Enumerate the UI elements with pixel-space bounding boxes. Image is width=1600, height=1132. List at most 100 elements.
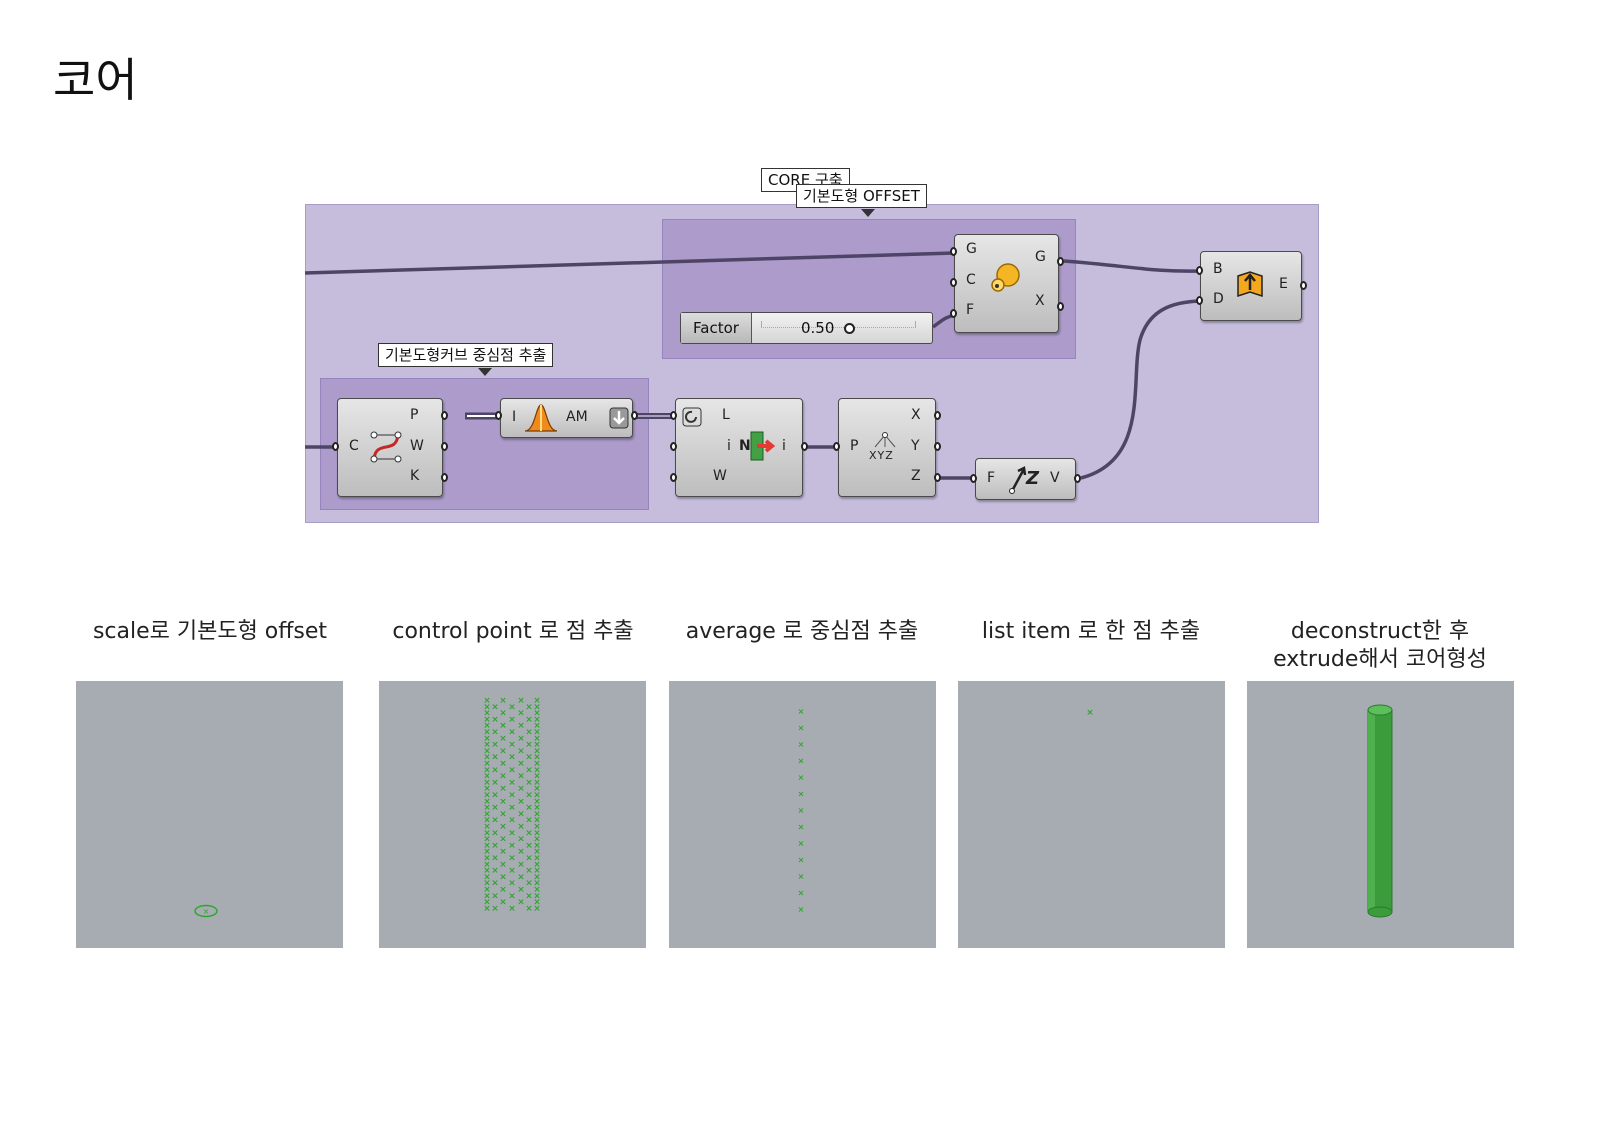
- scale-input-g: G: [966, 241, 977, 257]
- scale-grip-out-x[interactable]: [1057, 302, 1064, 311]
- point-marker: ×: [533, 891, 541, 901]
- deconstruct-component[interactable]: P X Y Z XYZ: [838, 398, 936, 497]
- svg-text:×: ×: [203, 907, 210, 916]
- decon-grip-p[interactable]: [833, 442, 840, 451]
- caption-line: scale로 기본도형 offset: [92, 619, 328, 644]
- point-marker: ×: [491, 866, 499, 876]
- extrude-grip-out-e[interactable]: [1300, 281, 1307, 290]
- cp-grip-p[interactable]: [441, 411, 448, 420]
- slider-knob[interactable]: [844, 323, 855, 334]
- point-marker: ×: [533, 860, 541, 870]
- point-marker: ×: [491, 904, 499, 914]
- point-marker: ×: [533, 885, 541, 895]
- point-marker: ×: [525, 828, 533, 838]
- point-marker: ×: [533, 740, 541, 750]
- graft-icon[interactable]: [682, 407, 702, 427]
- scale-grip-g[interactable]: [950, 247, 957, 256]
- decon-grip-z[interactable]: [934, 473, 941, 482]
- cp-grip-w[interactable]: [441, 442, 448, 451]
- list-grip-w[interactable]: [670, 473, 677, 482]
- point-marker: ×: [499, 746, 507, 756]
- caption-line: average 로 중심점 추출: [685, 619, 919, 644]
- cp-grip-c[interactable]: [332, 442, 339, 451]
- point-marker: ×: [499, 721, 507, 731]
- page-title: 코어: [53, 53, 138, 107]
- point-marker: ×: [491, 753, 499, 763]
- point-marker: ×: [525, 891, 533, 901]
- point-marker: ×: [798, 806, 805, 815]
- scale-grip-out-g[interactable]: [1057, 257, 1064, 266]
- scale-component[interactable]: G C F G X: [954, 234, 1059, 333]
- point-marker: ×: [533, 791, 541, 801]
- factor-slider[interactable]: Factor 0.50: [680, 312, 933, 344]
- control-points-icon: [370, 431, 402, 463]
- point-marker: ×: [533, 709, 541, 719]
- point-marker: ×: [525, 715, 533, 725]
- extrude-input-d: D: [1213, 291, 1224, 307]
- list-grip-l[interactable]: [670, 411, 677, 420]
- list-grip-out[interactable]: [801, 442, 808, 451]
- point-marker: ×: [508, 879, 516, 889]
- scale-output-g: G: [1035, 249, 1046, 265]
- point-marker: ×: [533, 734, 541, 744]
- control-points-preview: ××××××××××××××××××××××××××××××××××××××××…: [483, 696, 541, 914]
- decon-grip-x[interactable]: [934, 411, 941, 420]
- point-marker: ×: [483, 746, 491, 756]
- tag-center-pointer: [478, 368, 492, 376]
- point-marker: ×: [517, 822, 525, 832]
- extrude-component[interactable]: B D E: [1200, 251, 1302, 321]
- flatten-icon[interactable]: [609, 407, 629, 429]
- point-marker: ×: [517, 809, 525, 819]
- step-1-caption: scale로 기본도형 offset: [45, 618, 375, 646]
- unitz-grip-f[interactable]: [970, 474, 977, 483]
- extrude-grip-b[interactable]: [1196, 266, 1203, 275]
- point-marker: ×: [798, 889, 805, 898]
- cp-output-w: W: [410, 438, 424, 454]
- scale-grip-c[interactable]: [950, 278, 957, 287]
- point-marker: ×: [508, 904, 516, 914]
- cp-grip-k[interactable]: [441, 473, 448, 482]
- scale-output-x: X: [1035, 293, 1045, 309]
- point-marker: ×: [533, 879, 541, 889]
- point-marker: ×: [483, 828, 491, 838]
- point-marker: ×: [533, 809, 541, 819]
- point-marker: ×: [525, 765, 533, 775]
- point-marker: ×: [508, 841, 516, 851]
- point-marker: ×: [517, 860, 525, 870]
- cp-input-c: C: [349, 438, 359, 454]
- scale-grip-f[interactable]: [950, 309, 957, 318]
- average-component[interactable]: I AM: [500, 398, 633, 438]
- point-marker: ×: [525, 904, 533, 914]
- unit-z-component[interactable]: F V Z: [975, 458, 1076, 500]
- point-marker: ×: [499, 784, 507, 794]
- point-marker: ×: [525, 816, 533, 826]
- point-marker: ×: [483, 822, 491, 832]
- point-marker: ×: [483, 702, 491, 712]
- list-item-component[interactable]: L i W i N: [675, 398, 803, 497]
- viewport-average: ×××××××××××××: [669, 681, 936, 948]
- point-marker: ×: [525, 791, 533, 801]
- point-marker: ×: [499, 809, 507, 819]
- point-marker: ×: [533, 803, 541, 813]
- average-grip-out[interactable]: [631, 411, 638, 420]
- point-marker: ×: [499, 847, 507, 857]
- point-marker: ×: [533, 828, 541, 838]
- control-points-component[interactable]: C P W K: [337, 398, 443, 497]
- point-marker: ×: [499, 696, 507, 706]
- caption-line: list item 로 한 점 추출: [981, 619, 1201, 644]
- unitz-grip-v[interactable]: [1074, 474, 1081, 483]
- list-grip-i[interactable]: [670, 442, 677, 451]
- point-marker: ×: [525, 753, 533, 763]
- point-marker: ×: [499, 835, 507, 845]
- point-marker: ×: [525, 841, 533, 851]
- extrude-grip-d[interactable]: [1196, 296, 1203, 305]
- tag-offset-pointer: [861, 209, 875, 217]
- slider-label: Factor: [681, 313, 752, 343]
- point-marker: ×: [508, 765, 516, 775]
- decon-grip-y[interactable]: [934, 442, 941, 451]
- average-grip-in[interactable]: [495, 411, 502, 420]
- point-marker: ×: [533, 759, 541, 769]
- point-marker: ×: [533, 898, 541, 908]
- point-marker: ×: [533, 721, 541, 731]
- point-marker: ×: [483, 759, 491, 769]
